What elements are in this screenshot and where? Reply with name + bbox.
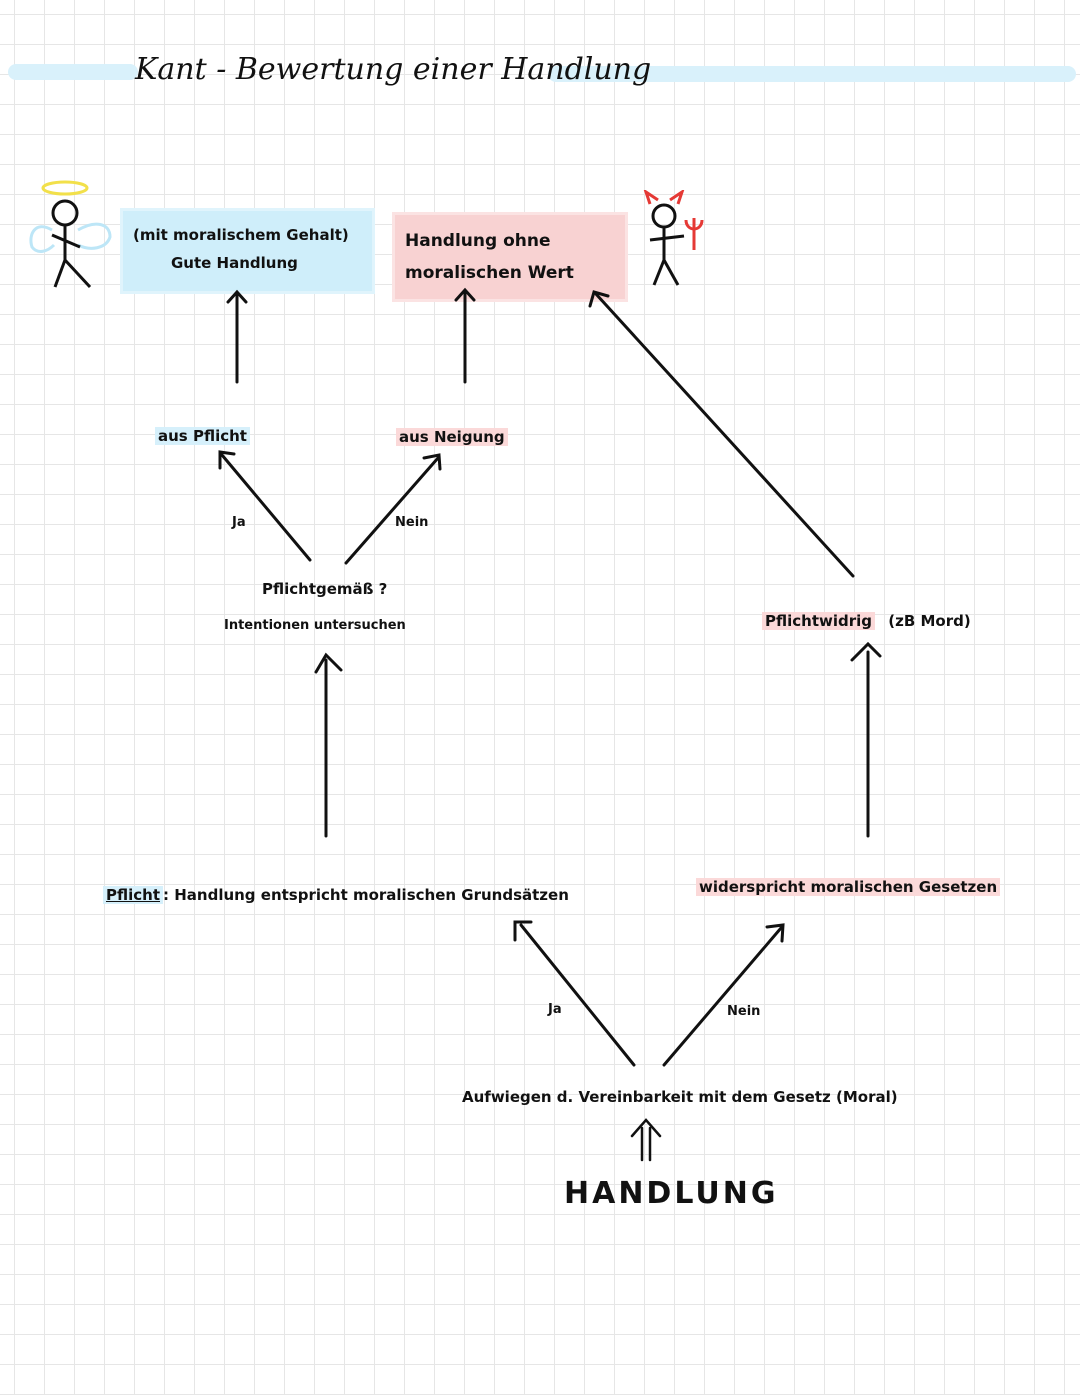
label-pflichtgemaess: Pflichtgemäß ?: [262, 580, 388, 598]
label-pflicht-definition: Pflicht: Handlung entspricht moralischen…: [103, 886, 569, 904]
arrow-ja-bottom: [519, 923, 636, 1067]
label-nein-bottom: Nein: [727, 1004, 761, 1019]
label-widerspricht: widerspricht moralischen Gesetzen: [696, 878, 1001, 896]
label-ja-top: Ja: [232, 515, 246, 530]
good-action-title: Gute Handlung: [171, 254, 298, 272]
no-moral-value-box: Handlung ohne moralischen Wert: [392, 212, 628, 302]
angel-stick-figure-icon: [29, 180, 112, 289]
no-moral-value-line1: Handlung ohne: [405, 231, 551, 251]
arrow-ja-to-pflicht: [220, 453, 312, 562]
label-ja-bottom: Ja: [548, 1002, 562, 1017]
header-strip-right: [548, 66, 1076, 82]
label-aus-neigung: aus Neigung: [396, 428, 508, 446]
label-nein-top: Nein: [395, 515, 429, 530]
arrow-nein-bottom: [662, 926, 783, 1067]
good-action-box: (mit moralischem Gehalt) Gute Handlung: [120, 208, 375, 294]
no-moral-value-line2: moralischen Wert: [405, 263, 574, 283]
page-title: Kant - Bewertung einer Handlung: [135, 52, 652, 87]
devil-stick-figure-icon: [643, 190, 704, 286]
double-arrow-icon: [630, 1118, 662, 1162]
label-intentionen: Intentionen untersuchen: [224, 618, 406, 633]
label-pflichtwidrig: Pflichtwidrig (zB Mord): [762, 612, 971, 630]
arrow-pflichtwidrig-to-neutral: [594, 292, 855, 578]
label-handlung: HANDLUNG: [564, 1176, 779, 1211]
good-action-qualifier: (mit moralischem Gehalt): [133, 226, 349, 244]
label-aufwiegen: Aufwiegen d. Vereinbarkeit mit dem Geset…: [462, 1088, 898, 1106]
arrow-nein-to-neigung: [344, 456, 440, 565]
label-aus-pflicht: aus Pflicht: [155, 427, 250, 445]
header-strip-left: [8, 64, 138, 80]
